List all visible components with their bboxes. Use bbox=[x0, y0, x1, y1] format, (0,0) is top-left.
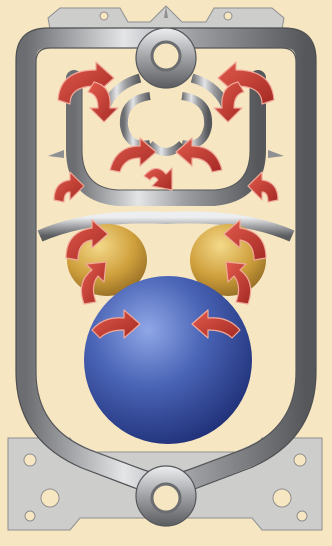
sphere-icon bbox=[84, 276, 252, 444]
mounting-hole-icon bbox=[152, 484, 180, 512]
mounting-hole-icon bbox=[24, 454, 36, 466]
metal-frame-icon bbox=[16, 6, 316, 526]
curved-arrow-icon bbox=[144, 168, 172, 190]
mounting-hole-icon bbox=[224, 12, 232, 20]
mounting-hole-icon bbox=[41, 489, 59, 507]
mounting-hole-icon bbox=[297, 511, 307, 521]
mounting-hole-icon bbox=[25, 511, 35, 521]
mounting-hole-icon bbox=[294, 454, 306, 466]
mounting-hole-icon bbox=[273, 489, 291, 507]
scroll-right bbox=[182, 96, 208, 145]
scroll-left bbox=[124, 96, 150, 145]
mounting-hole-icon bbox=[100, 12, 108, 20]
mounting-hole-icon bbox=[152, 42, 180, 70]
